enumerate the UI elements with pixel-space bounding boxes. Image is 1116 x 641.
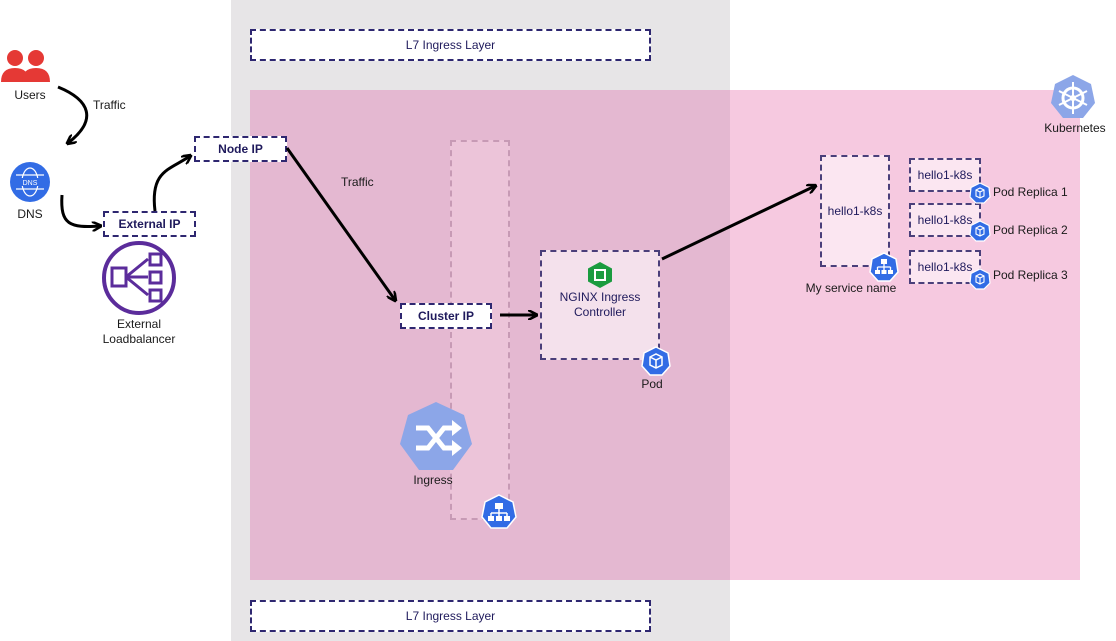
l7-ingress-layer-top-label: L7 Ingress Layer [405, 38, 496, 52]
replica-1-label: Pod Replica 1 [993, 185, 1068, 199]
traffic-label-1: Traffic [93, 98, 126, 112]
dns-label: DNS [17, 207, 43, 221]
replica-1-pod-icon [969, 182, 991, 204]
pod-icon [641, 346, 671, 376]
external-ip-box: External IP [103, 211, 196, 237]
service-icon [869, 252, 899, 282]
replica-2-pod-icon [969, 220, 991, 242]
service-name: hello1-k8s [827, 204, 883, 218]
ingress-icon [400, 402, 472, 470]
replica-3-pod-icon [969, 268, 991, 290]
nginx-icon [588, 262, 612, 288]
kubernetes-label: Kubernetes [1044, 121, 1106, 135]
pod-label: Pod [641, 377, 663, 391]
l7-ingress-layer-top: L7 Ingress Layer [250, 29, 651, 61]
replica-1-box: hello1-k8s [909, 158, 981, 192]
replica-3-label: Pod Replica 3 [993, 268, 1068, 282]
node-ip-label: Node IP [218, 142, 263, 156]
replica-2-name: hello1-k8s [917, 213, 973, 227]
users-icon [1, 50, 50, 82]
replica-2-box: hello1-k8s [909, 203, 981, 237]
replica-2-label: Pod Replica 2 [993, 223, 1068, 237]
dns-icon-text: DNS [23, 180, 38, 187]
service-label: My service name [805, 281, 897, 295]
replica-1-name: hello1-k8s [917, 168, 973, 182]
nginx-ingress-controller-box [540, 250, 660, 360]
cluster-ip-label: Cluster IP [417, 309, 474, 323]
users-label: Users [14, 88, 46, 102]
cluster-ip-box: Cluster IP [400, 303, 492, 329]
kubernetes-icon [1051, 75, 1095, 118]
nginx-label-line2: Controller [573, 305, 627, 319]
dns-globe-icon: DNS [10, 162, 50, 202]
external-loadbalancer-label: External Loadbalancer [94, 317, 184, 347]
external-ip-label: External IP [118, 217, 181, 231]
ingress-label: Ingress [413, 473, 453, 487]
lb-label-line2: Loadbalancer [102, 332, 176, 346]
nginx-label-line1: NGINX Ingress [559, 290, 641, 304]
node-ip-box: Node IP [194, 136, 287, 162]
arrow-node-ip-to-cluster-ip [285, 147, 395, 300]
replica-3-box: hello1-k8s [909, 250, 981, 284]
ingress-service-icon [481, 494, 517, 529]
my-service-box [820, 155, 890, 267]
arrow-external-ip-to-node-ip [152, 156, 190, 212]
l7-ingress-layer-bottom-label: L7 Ingress Layer [405, 609, 496, 623]
external-loadbalancer-icon [102, 241, 176, 315]
arrow-dns-to-external-ip [60, 194, 100, 226]
lb-label-line1: External [116, 317, 162, 331]
arrow-users-to-dns [57, 85, 89, 143]
traffic-label-2: Traffic [341, 175, 374, 189]
replica-3-name: hello1-k8s [917, 260, 973, 274]
l7-ingress-layer-bottom: L7 Ingress Layer [250, 600, 651, 632]
nginx-controller-label: NGINX Ingress Controller [540, 290, 660, 320]
arrow-controller-to-service [661, 186, 815, 261]
